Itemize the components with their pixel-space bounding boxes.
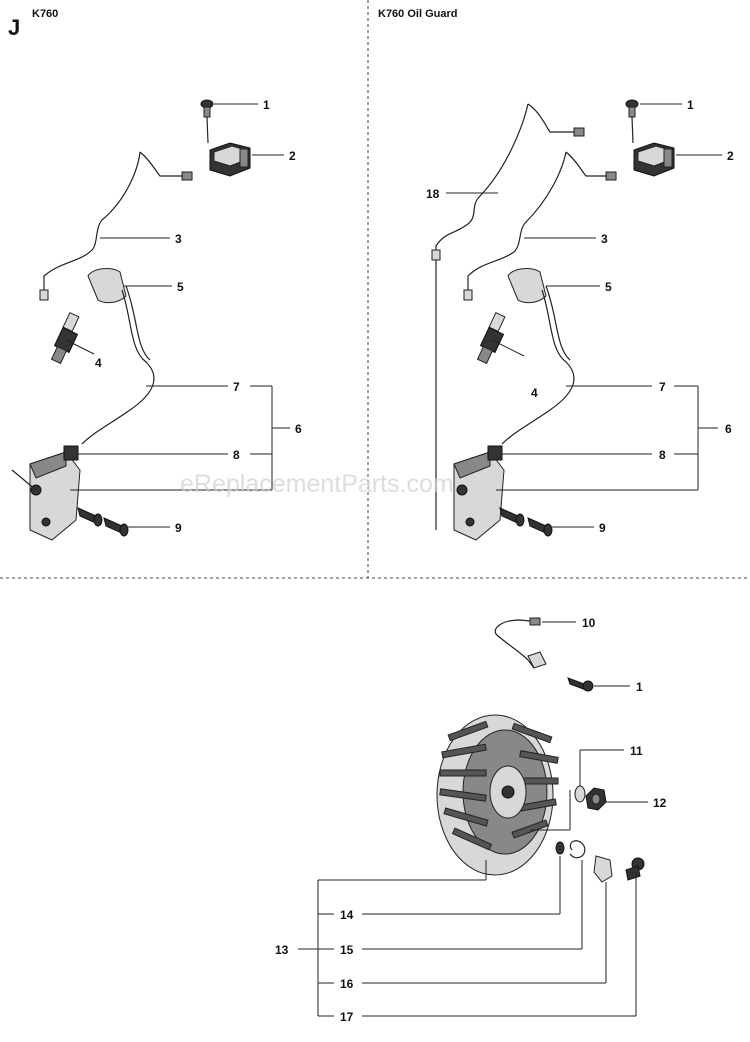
ground-wire-part <box>494 617 594 692</box>
callout-1: 1 <box>687 98 694 112</box>
callout-12: 12 <box>653 796 667 810</box>
callout-17: 17 <box>340 1010 354 1024</box>
left-panel: 1 2 3 5 4 7 6 8 9 <box>11 98 302 541</box>
callout-2: 2 <box>727 149 734 163</box>
callout-6: 6 <box>295 422 302 436</box>
screw-part <box>625 99 639 144</box>
callout-3: 3 <box>175 232 182 246</box>
callout-5: 5 <box>605 280 612 294</box>
spark-plug-part <box>476 311 506 365</box>
switch-block-part <box>633 142 675 177</box>
callout-10: 10 <box>582 616 596 630</box>
right-panel-title: K760 Oil Guard <box>378 8 457 20</box>
section-letter: J <box>8 15 20 40</box>
callout-11: 11 <box>630 744 643 758</box>
switch-block-part <box>209 142 251 177</box>
spark-plug-part <box>50 311 80 365</box>
callout-4: 4 <box>95 356 102 370</box>
callout-7: 7 <box>233 380 240 394</box>
callout-18: 18 <box>426 187 440 201</box>
screw-part <box>200 99 214 144</box>
ignition-module-part <box>453 445 505 541</box>
callout-14: 14 <box>340 908 354 922</box>
flywheel-part <box>436 714 559 876</box>
bottom-panel: 10 1 <box>275 616 667 1024</box>
callout-7: 7 <box>659 380 666 394</box>
mounting-screws-part <box>77 507 129 537</box>
wire-harness-part <box>467 151 612 300</box>
right-panel: 1 2 18 3 5 4 7 6 8 9 <box>426 98 734 541</box>
ignition-lead-part <box>501 268 575 445</box>
callout-4: 4 <box>531 386 538 400</box>
mounting-screws-part <box>499 507 553 537</box>
callout-2: 2 <box>289 149 296 163</box>
callout-1: 1 <box>263 98 270 112</box>
pawl-screw-part <box>625 857 645 881</box>
ignition-module-part <box>11 445 81 541</box>
callout-13: 13 <box>275 943 289 957</box>
callout-8: 8 <box>659 448 666 462</box>
callout-16: 16 <box>340 977 354 991</box>
key-part <box>555 841 565 855</box>
spring-part <box>569 840 586 859</box>
callout-6: 6 <box>725 422 732 436</box>
callout-1-bottom: 1 <box>636 680 643 694</box>
wire-harness-part <box>43 151 188 300</box>
washer-part <box>574 785 586 803</box>
callout-8: 8 <box>233 448 240 462</box>
ignition-lead-part <box>81 268 155 445</box>
left-panel-title: K760 <box>32 8 58 20</box>
oil-guard-wire-part <box>435 103 580 260</box>
nut-part <box>585 787 607 811</box>
callout-3: 3 <box>601 232 608 246</box>
pawl-part <box>593 855 613 883</box>
callout-9: 9 <box>599 521 606 535</box>
callout-5: 5 <box>177 280 184 294</box>
watermark: eReplacementParts.com <box>180 470 454 498</box>
callout-9: 9 <box>175 521 182 535</box>
callout-15: 15 <box>340 943 354 957</box>
